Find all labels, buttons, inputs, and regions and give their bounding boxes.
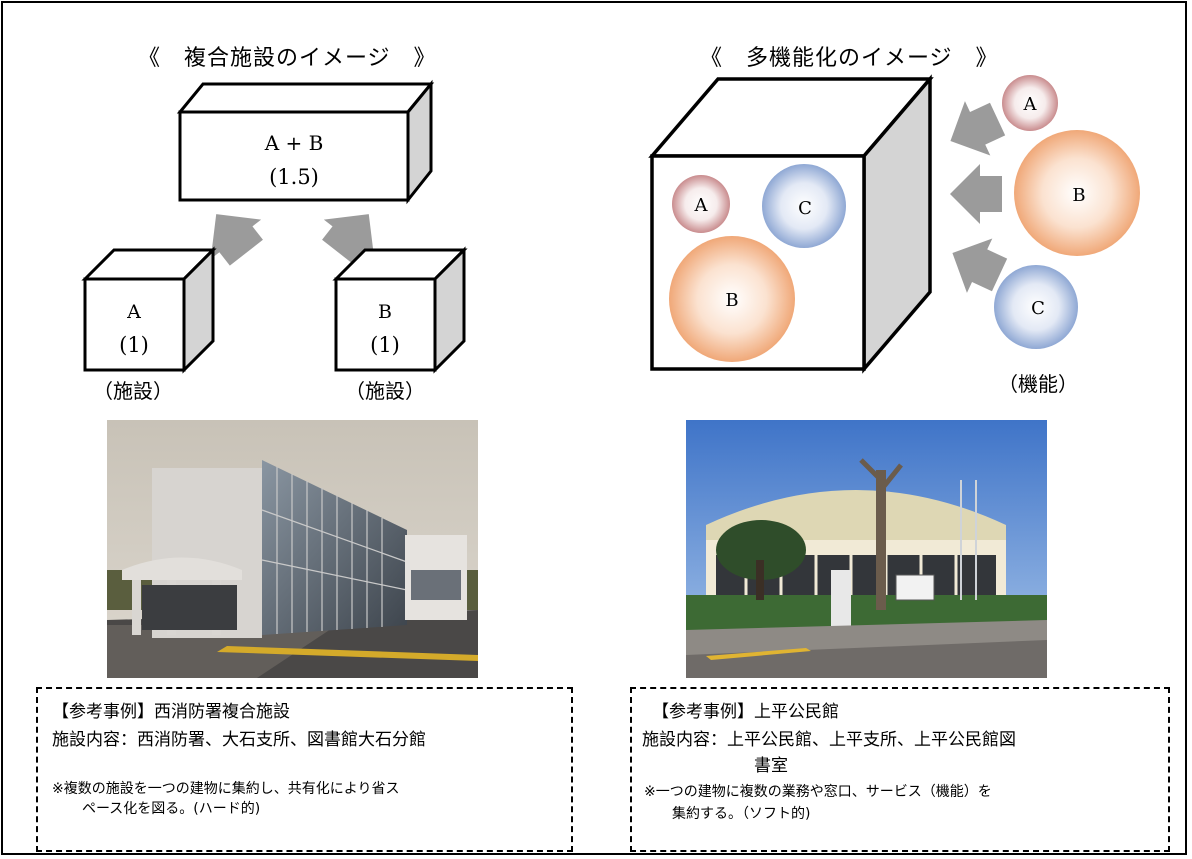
right-title: 《 多機能化のイメージ 》 — [700, 46, 999, 71]
right-note-content-1: 施設内容：上平公民館、上平支所、上平公民館図 — [642, 730, 1016, 750]
arrow-function-b-icon — [950, 164, 1002, 224]
concept-diagrams: A + B (1.5) A (1) （施設） B (1) （施設） A C B … — [81, 74, 1140, 403]
cube-b-value: (1) — [370, 333, 400, 357]
outer-label-a: A — [1023, 94, 1038, 115]
inner-label-b: B — [725, 290, 738, 311]
caption-facility-a: （施設） — [93, 379, 173, 403]
outer-circle-b — [1014, 130, 1140, 256]
photo-kamihira-community-center — [686, 420, 1047, 678]
inner-circle-b — [669, 236, 795, 362]
inner-circle-a — [672, 175, 730, 233]
cube-ab-label: A + B — [264, 131, 324, 155]
cube-ab-value: (1.5) — [269, 165, 319, 189]
photo-nishi-fire-station — [107, 420, 478, 678]
left-reference-note: 【参考事例】西消防署複合施設 施設内容：西消防署、大石支所、図書館大石分館 ※複… — [36, 687, 573, 852]
arrow-function-c-icon — [952, 238, 1008, 293]
cube-a-value: (1) — [119, 333, 149, 357]
cube-a — [81, 246, 217, 374]
cube-b-label: B — [378, 301, 392, 323]
inner-circle-c — [762, 164, 846, 248]
outer-circle-c — [994, 265, 1078, 349]
left-note-remark-2: ペース化を図る。(ハード的) — [82, 801, 261, 817]
outer-label-c: C — [1031, 298, 1045, 319]
cube-a-label: A — [126, 301, 141, 323]
caption-function: （機能） — [998, 372, 1078, 396]
right-note-content-2: 書室 — [754, 756, 788, 776]
right-reference-note: 【参考事例】上平公民館 施設内容：上平公民館、上平支所、上平公民館図 書室 ※一… — [630, 687, 1170, 852]
right-note-remark-2: 集約する。（ソフト的) — [672, 806, 811, 822]
inner-label-a: A — [694, 195, 709, 216]
outer-circle-a — [1002, 75, 1058, 131]
outer-label-b: B — [1072, 185, 1085, 206]
caption-facility-b: （施設） — [345, 379, 425, 403]
arrow-a-to-ab-icon — [210, 214, 263, 266]
arrow-function-a-icon — [950, 101, 1006, 156]
left-note-remark-1: ※複数の施設を一つの建物に集約し、共有化により省ス — [52, 781, 400, 797]
right-note-remark-1: ※一つの建物に複数の業務や窓口、サービス（機能）を — [644, 784, 992, 800]
left-note-content: 施設内容：西消防署、大石支所、図書館大石分館 — [52, 730, 426, 750]
right-note-heading: 【参考事例】上平公民館 — [652, 702, 839, 722]
inner-label-c: C — [798, 198, 812, 219]
left-note-heading: 【参考事例】西消防署複合施設 — [52, 702, 290, 722]
left-title: 《 複合施設のイメージ 》 — [138, 46, 437, 71]
cube-a-plus-b — [176, 79, 435, 205]
cube-b — [332, 246, 468, 374]
